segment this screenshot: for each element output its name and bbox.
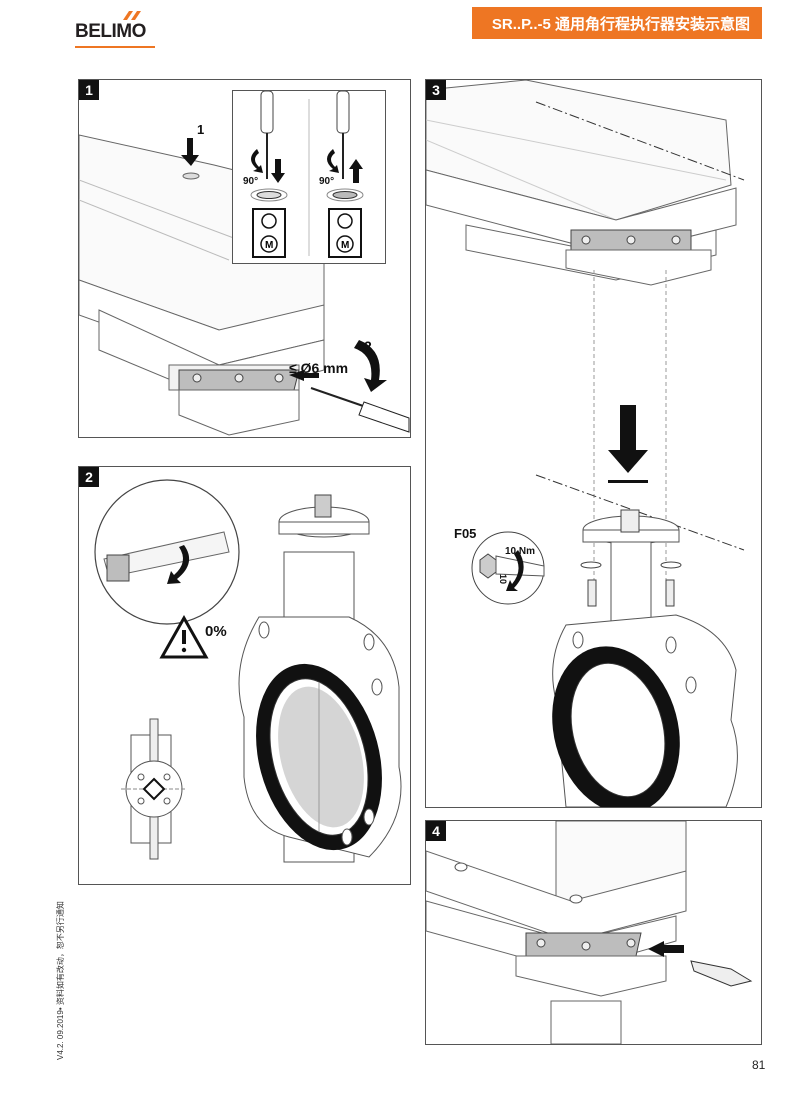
step-panel-3: 3 F05 10 Nm 1 xyxy=(425,79,762,808)
screwdriver-icon xyxy=(336,91,350,134)
push-down-arrow-icon xyxy=(271,159,285,183)
screwdriver-icon xyxy=(260,91,274,134)
step-panel-4: 4 xyxy=(425,820,762,1045)
valve-illustration xyxy=(94,479,402,863)
override-inset: M M 90° 90° xyxy=(232,90,386,264)
belimo-logo: BELIMO xyxy=(75,11,157,48)
brand-name: BELIMO xyxy=(75,21,146,42)
step-number: 3 xyxy=(426,80,446,100)
curved-arrow-icon xyxy=(354,340,387,392)
page-title: SR..P..-5 通用角行程执行器安装示意图 xyxy=(472,7,762,39)
step-1-label: 1 xyxy=(197,122,205,137)
manual-override-icon xyxy=(328,208,362,258)
screwdriver-icon xyxy=(358,401,410,433)
screwdriver-bit-icon xyxy=(690,960,753,987)
bolt-icon xyxy=(587,579,597,607)
brand-underline xyxy=(75,46,155,48)
step-number: 4 xyxy=(426,821,446,841)
step-number: 1 xyxy=(79,80,99,100)
position-label: 0% xyxy=(205,623,227,640)
pull-up-arrow-icon xyxy=(349,159,363,183)
lock-illustration xyxy=(426,821,753,1044)
wrench-size-label: 10 xyxy=(498,573,509,585)
step-number: 2 xyxy=(79,467,99,487)
page-number: 81 xyxy=(752,1058,766,1072)
revision-note: V4.2. 09.2019• 资料如有改动，恕不另行通知 xyxy=(56,901,65,1060)
motor-icon xyxy=(260,235,278,253)
rotate-arrow-icon xyxy=(327,149,339,173)
mounting-illustration xyxy=(426,80,745,807)
svg-text:M: M xyxy=(265,240,273,251)
torque-label: 10 Nm xyxy=(505,546,536,557)
step-panel-1: 1 1 2 ≤ Ø6 mm xyxy=(78,79,411,438)
curved-arrow-icon xyxy=(167,545,190,584)
valve-stem-icon xyxy=(106,554,130,582)
torque-arrow-icon xyxy=(506,550,524,591)
push-arrow-icon xyxy=(648,941,684,957)
tool-size-label: ≤ Ø6 mm xyxy=(289,360,349,376)
push-arrow-icon xyxy=(289,370,319,381)
rotation-label-right: 90° xyxy=(319,176,335,187)
motor-icon xyxy=(336,235,354,253)
svg-text:M: M xyxy=(341,240,349,251)
down-arrow-icon xyxy=(181,138,199,166)
manual-override-icon xyxy=(252,208,286,258)
logo-accent-icon xyxy=(123,11,141,20)
flange-label: F05 xyxy=(454,526,477,541)
override-inset-illustration: M M xyxy=(250,91,364,258)
step-panel-2: 2 0% xyxy=(78,466,411,885)
down-arrow-icon xyxy=(608,405,648,473)
rotation-label-left: 90° xyxy=(243,176,259,187)
bolt-head-icon xyxy=(479,553,497,579)
step-2-label: 2 xyxy=(364,338,372,354)
rotate-arrow-icon xyxy=(251,149,263,173)
bolt-icon xyxy=(665,579,675,607)
